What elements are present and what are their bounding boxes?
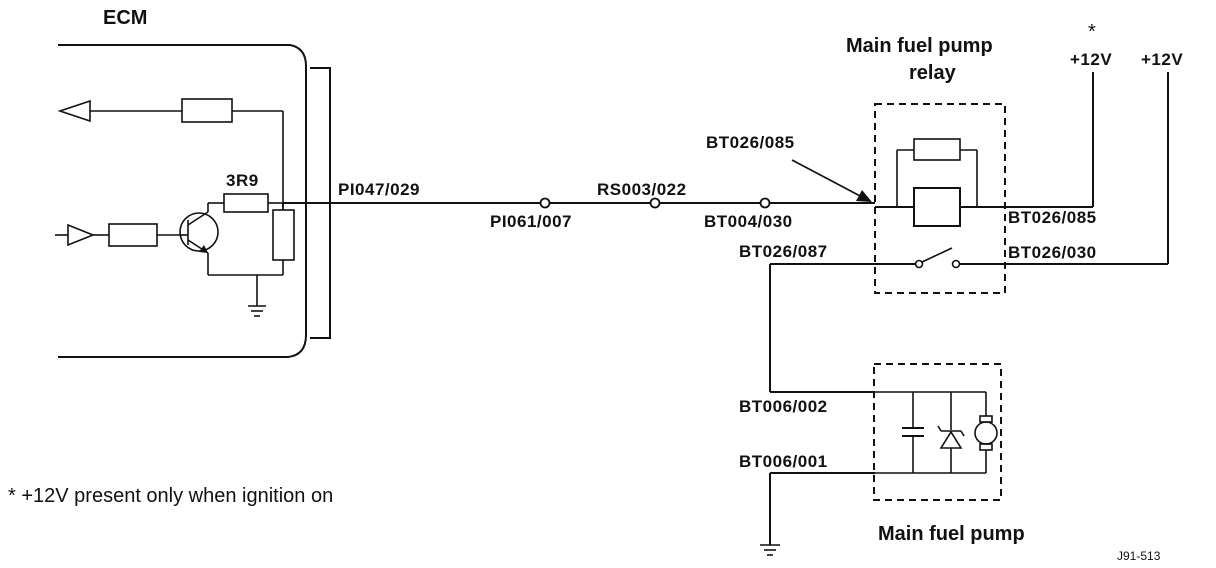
ecm-title: ECM [103,7,147,29]
connector-rs003-node [649,197,661,209]
connector-bt004-label: BT004/030 [704,212,793,231]
pump-motor-icon [974,392,998,473]
ecm-resistor-3r9-label: 3R9 [226,171,259,190]
connector-bt006-001-label: BT006/001 [739,452,828,471]
connector-bt004-node [759,197,771,209]
pump-title: Main fuel pump [878,523,1025,545]
signal-line: PI047/029 PI061/007 RS003/022 BT004/030 [283,180,875,231]
ignition-asterisk: * [1088,21,1096,43]
ecm-outline [58,44,307,358]
ecm-input-arrow-icon [67,223,96,247]
zener-diode-icon [937,392,965,473]
supply-12v-battery-label: +12V [1141,50,1183,69]
ecm-resistor-upper [181,98,233,123]
pump-ground-icon [760,544,780,556]
connector-bt026-030-label: BT026/030 [1008,243,1097,262]
main-fuel-pump: BT006/002 BT006/001 [739,264,1025,556]
relay-coil [913,187,961,227]
supply-12v-ignition-label: +12V [1070,50,1112,69]
connector-bt006-002-label: BT006/002 [739,397,828,416]
relay-housing [874,103,1006,294]
relay-title-line1: Main fuel pump [846,35,993,57]
ecm-output-arrow-icon [57,99,91,123]
connector-bt026-085-right-label: BT026/085 [1008,208,1097,227]
connector-pi061-label: PI061/007 [490,212,572,231]
capacitor-icon [902,392,924,473]
supply-rails: * +12V +12V [1070,21,1183,264]
relay-resistor [913,138,961,161]
connector-rs003-label: RS003/022 [597,180,687,199]
ecm-ground-icon [248,305,266,317]
ignition-footnote: * +12V present only when ignition on [8,485,333,507]
ecm-transistor-icon [179,211,219,254]
ecm-resistor-3r9 [223,193,269,213]
ecm-block: ECM 3R9 [55,7,331,358]
connector-pi061-node [539,197,551,209]
figure-reference: J91-513 [1117,549,1161,563]
ecm-resistor-input [108,223,158,247]
main-fuel-pump-relay: Main fuel pump relay BT026/085 BT026/087… [706,35,1168,294]
relay-switch-contact [921,247,953,263]
pump-housing [873,363,1002,501]
connector-bt026-085-left-label: BT026/085 [706,133,795,152]
relay-title-line2: relay [909,62,957,84]
connector-pi047-label: PI047/029 [338,180,420,199]
pointer-arrow [791,159,863,198]
ecm-resistor-pulldown [272,209,295,261]
connector-bt026-087-label: BT026/087 [739,242,828,261]
